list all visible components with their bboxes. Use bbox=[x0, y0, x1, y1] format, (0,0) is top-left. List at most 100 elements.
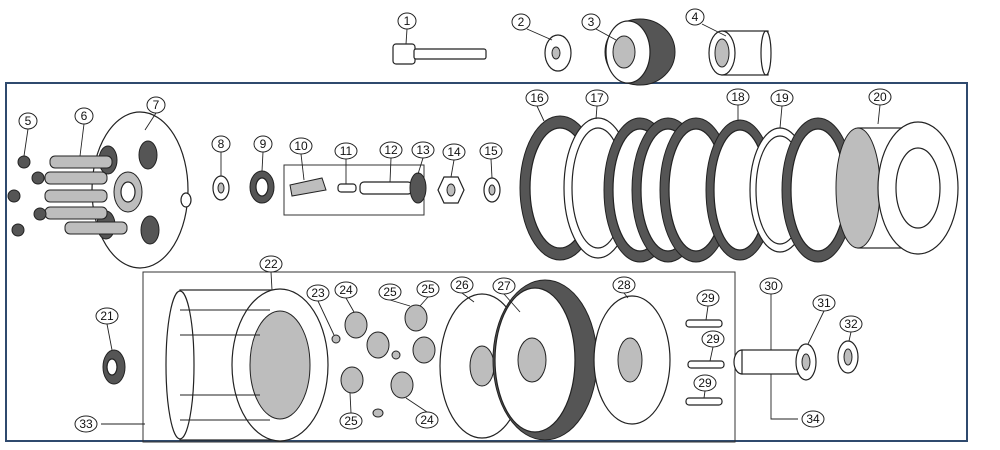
callout-20: 20 bbox=[868, 88, 892, 106]
callout-12: 12 bbox=[379, 141, 403, 159]
part-bearing-9 bbox=[249, 170, 275, 204]
callout-number: 24 bbox=[420, 413, 434, 427]
callout-circle bbox=[511, 13, 531, 31]
callout-number: 9 bbox=[260, 137, 267, 151]
callout-17: 17 bbox=[585, 89, 609, 107]
callout-32: 32 bbox=[839, 315, 863, 333]
callout-34: 34 bbox=[801, 410, 825, 428]
callout-circle bbox=[801, 410, 825, 428]
callout-circle bbox=[146, 96, 166, 114]
callout-number: 33 bbox=[79, 417, 93, 431]
callout-1: 1 bbox=[397, 12, 417, 30]
part-washer-15 bbox=[483, 177, 501, 203]
callout-circle bbox=[693, 374, 717, 392]
part-inner-hub-20 bbox=[835, 121, 959, 255]
callout-21: 21 bbox=[95, 307, 119, 325]
callout-number: 8 bbox=[218, 137, 225, 151]
callout-number: 22 bbox=[264, 257, 278, 271]
callout-28: 28 bbox=[612, 276, 636, 294]
callout-circle bbox=[696, 289, 720, 307]
callout-9: 9 bbox=[253, 135, 273, 153]
callout-circle bbox=[74, 415, 98, 433]
callout-29: 29 bbox=[696, 289, 720, 307]
callout-circle bbox=[759, 277, 783, 295]
part-bushing-4 bbox=[708, 30, 772, 76]
callout-circle bbox=[726, 88, 750, 106]
callout-11: 11 bbox=[334, 142, 358, 160]
callout-13: 13 bbox=[411, 141, 435, 159]
part-bushing-21 bbox=[102, 349, 126, 385]
callout-circle bbox=[812, 294, 836, 312]
part-dampers bbox=[331, 304, 436, 418]
part-clutch-plates bbox=[519, 115, 855, 263]
part-nut-14 bbox=[437, 176, 465, 204]
callout-number: 23 bbox=[311, 286, 325, 300]
callout-22: 22 bbox=[259, 255, 283, 273]
callout-31: 31 bbox=[812, 294, 836, 312]
callout-circle bbox=[701, 330, 725, 348]
part-plate-28 bbox=[593, 295, 671, 425]
callout-19: 19 bbox=[770, 89, 794, 107]
part-screws-5 bbox=[7, 155, 47, 237]
callout-circle bbox=[416, 280, 440, 298]
callout-circle bbox=[397, 12, 417, 30]
callout-circle bbox=[259, 255, 283, 273]
callout-circle bbox=[378, 283, 402, 301]
callout-24: 24 bbox=[334, 281, 358, 299]
callout-number: 28 bbox=[617, 278, 631, 292]
leader-lines bbox=[23, 23, 881, 425]
callout-circle bbox=[211, 135, 231, 153]
callout-circle bbox=[289, 137, 313, 155]
part-sleeve-30-31 bbox=[733, 343, 817, 381]
callout-23: 23 bbox=[306, 284, 330, 302]
callout-circle bbox=[685, 8, 705, 26]
callout-circle bbox=[334, 281, 358, 299]
callout-10: 10 bbox=[289, 137, 313, 155]
callout-6: 6 bbox=[74, 107, 94, 125]
callout-circle bbox=[525, 89, 549, 107]
part-screws-29 bbox=[685, 319, 725, 406]
callout-number: 25 bbox=[344, 414, 358, 428]
callout-25: 25 bbox=[339, 412, 363, 430]
callout-25: 25 bbox=[416, 280, 440, 298]
callout-circle bbox=[411, 141, 435, 159]
callout-number: 29 bbox=[706, 332, 720, 346]
callout-circle bbox=[95, 307, 119, 325]
callout-number: 19 bbox=[775, 91, 789, 105]
callout-circle bbox=[612, 276, 636, 294]
callout-circle bbox=[415, 411, 439, 429]
callout-number: 30 bbox=[764, 279, 778, 293]
callout-4: 4 bbox=[685, 8, 705, 26]
callout-circle bbox=[442, 143, 466, 161]
callout-number: 24 bbox=[339, 283, 353, 297]
callout-circle bbox=[379, 141, 403, 159]
callout-number: 29 bbox=[701, 291, 715, 305]
callout-24: 24 bbox=[415, 411, 439, 429]
callout-circle bbox=[450, 276, 474, 294]
callout-number: 6 bbox=[81, 109, 88, 123]
part-primary-gear-27 bbox=[492, 279, 598, 441]
part-washer-32 bbox=[837, 340, 859, 374]
callout-number: 34 bbox=[806, 412, 820, 426]
callout-number: 14 bbox=[447, 145, 461, 159]
callout-number: 7 bbox=[153, 98, 160, 112]
callout-circle bbox=[334, 142, 358, 160]
callout-circle bbox=[479, 142, 503, 160]
callout-number: 10 bbox=[294, 139, 308, 153]
part-washer-2 bbox=[544, 34, 572, 72]
callout-26: 26 bbox=[450, 276, 474, 294]
callout-30: 30 bbox=[759, 277, 783, 295]
callout-number: 4 bbox=[692, 10, 699, 24]
callout-number: 3 bbox=[588, 15, 595, 29]
callout-18: 18 bbox=[726, 88, 750, 106]
callout-circle bbox=[868, 88, 892, 106]
callout-number: 27 bbox=[497, 279, 511, 293]
callout-2: 2 bbox=[511, 13, 531, 31]
callout-number: 26 bbox=[455, 278, 469, 292]
callout-circle bbox=[839, 315, 863, 333]
part-clutch-basket-22 bbox=[165, 288, 329, 442]
callout-3: 3 bbox=[581, 13, 601, 31]
callout-circle bbox=[306, 284, 330, 302]
